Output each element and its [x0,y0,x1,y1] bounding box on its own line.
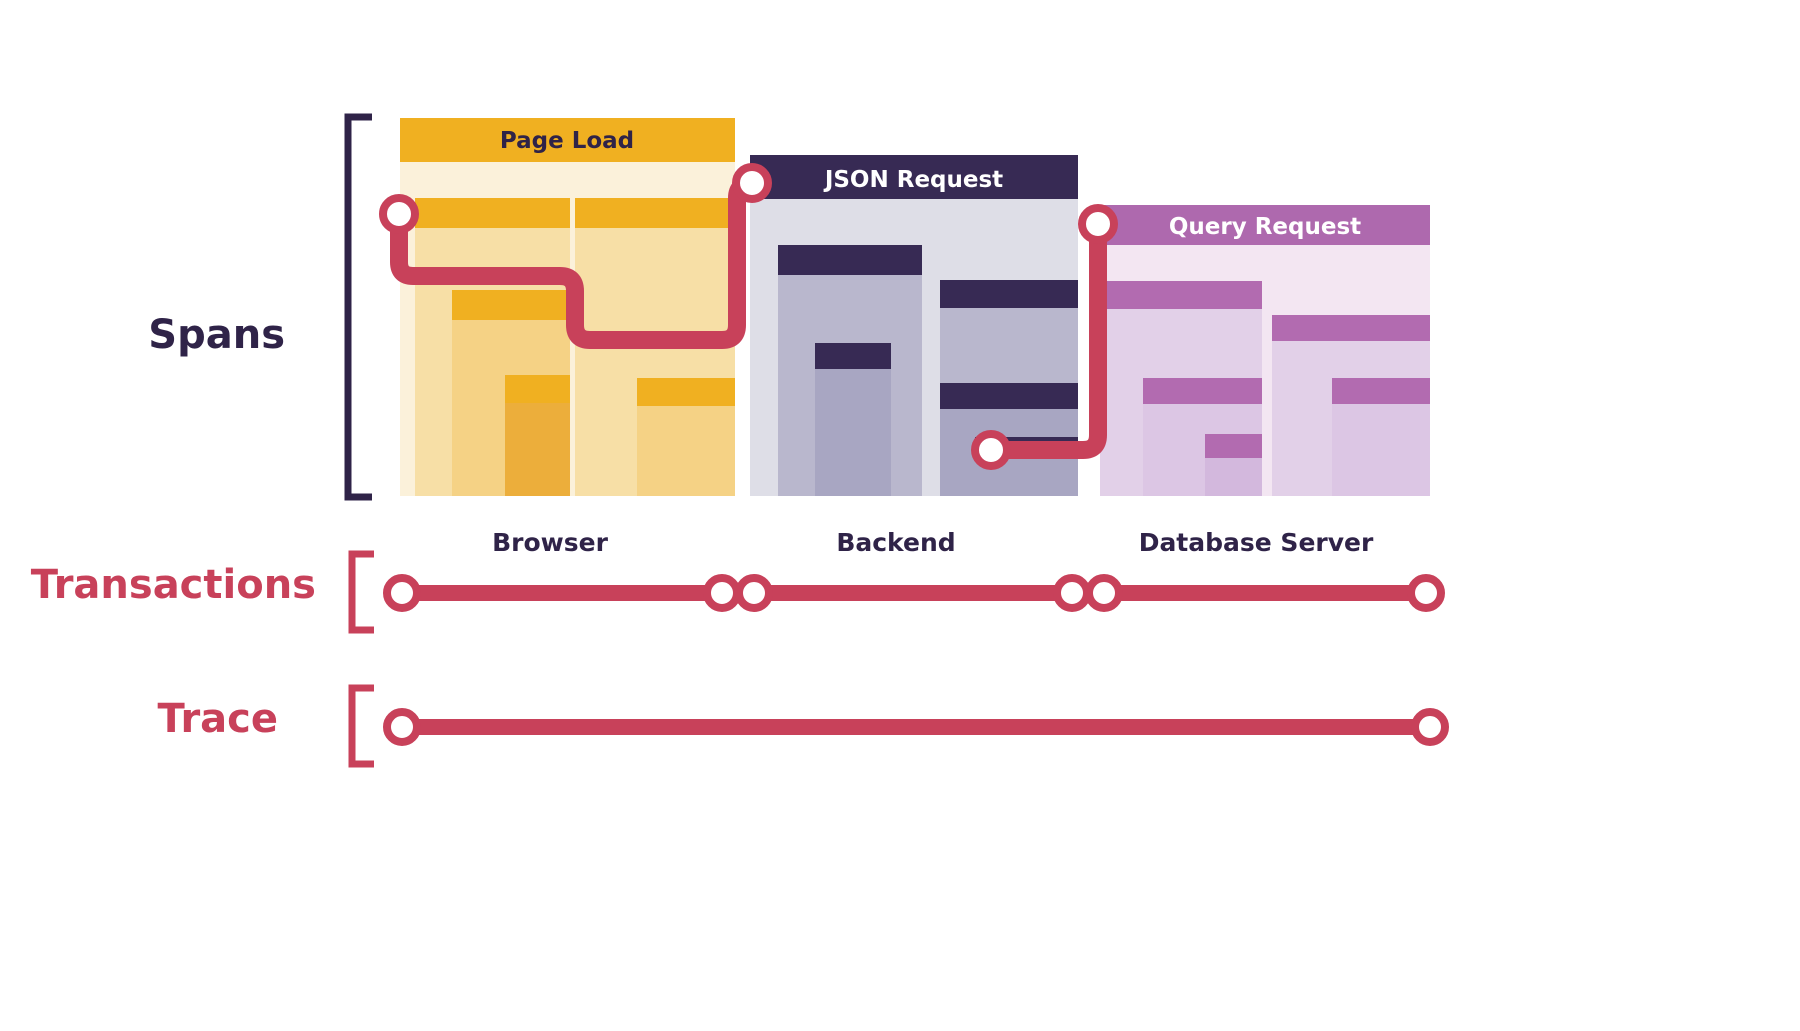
span-title-query-request: Query Request [1169,214,1361,240]
trace-path-backend-to-database [982,215,1107,459]
span-browser-b-header [575,198,735,228]
row-label-spans: Spans [148,312,285,358]
span-browser-a2-header [505,375,570,403]
span-browser-a1-header [452,290,570,320]
trace-node-browser-end[interactable] [732,163,772,203]
trace-dot-end[interactable] [1411,708,1449,746]
span-database-b-header [1272,315,1430,341]
span-group-database[interactable]: Query Request [1100,205,1430,496]
span-database-b1-header [1332,378,1430,404]
span-database-root-header [1100,205,1430,245]
span-group-browser[interactable]: Page Load [400,118,735,496]
span-backend-b-header [940,280,1078,308]
span-backend-b1-header [940,383,1078,409]
trace-path-browser-to-backend [390,175,760,349]
span-title-page-load: Page Load [500,128,634,154]
trace-node-database-start[interactable] [1078,204,1118,244]
trace-node-browser-start[interactable] [379,194,419,234]
span-group-backend[interactable]: JSON Request [750,155,1078,496]
trace-node-backend-end[interactable] [971,430,1011,470]
span-database-a-header [1100,281,1262,309]
span-browser-root-header [400,118,735,162]
span-backend-root-header [750,155,1078,199]
span-browser-b1-header [637,378,735,406]
span-database-a1-header [1143,378,1262,404]
bracket-transactions [348,550,374,634]
span-browser-a-header [415,198,570,228]
span-backend-a-header [778,245,922,275]
transaction-dot-browser-start[interactable] [383,574,421,612]
transactions-timeline [383,574,1445,612]
bracket-spans [344,113,372,501]
trace-path-group [379,163,1118,470]
row-label-transactions: Transactions [31,562,316,608]
service-label-backend: Backend [836,528,955,557]
span-database-a2-header [1205,434,1262,458]
service-label-browser: Browser [492,528,608,557]
trace-timeline [383,708,1449,746]
transaction-dot-backend-end[interactable] [1053,574,1091,612]
bracket-trace [348,684,374,768]
service-label-database: Database Server [1139,528,1374,557]
trace-dot-start[interactable] [383,708,421,746]
transaction-dot-database-end[interactable] [1407,574,1445,612]
transaction-dot-backend-start[interactable] [735,574,773,612]
row-label-trace: Trace [158,696,278,742]
span-title-json-request: JSON Request [823,167,1003,193]
transaction-dot-browser-end[interactable] [703,574,741,612]
transaction-dot-database-start[interactable] [1085,574,1123,612]
span-backend-a1-header [815,343,891,369]
